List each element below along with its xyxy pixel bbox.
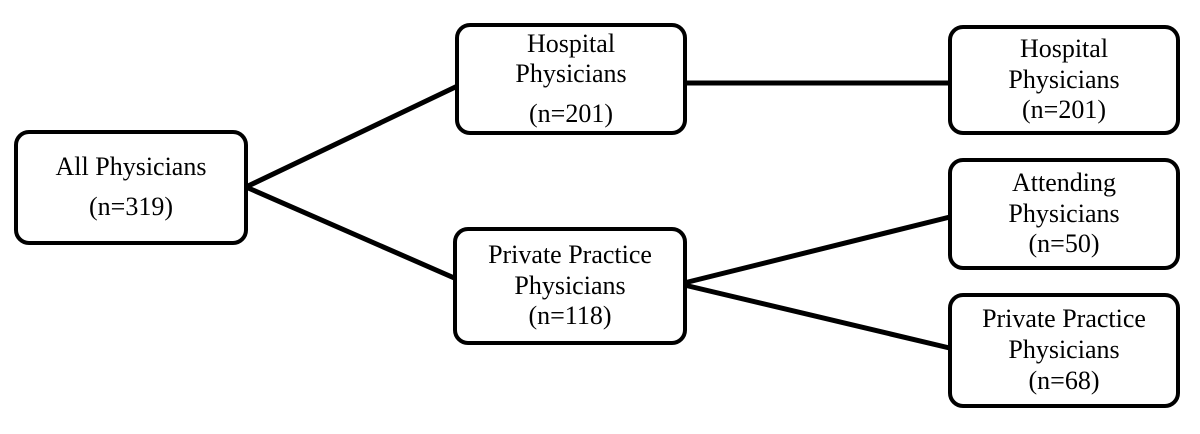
edge-all-to-hospital-mid	[243, 78, 471, 190]
node-label: Private Practice Physicians	[488, 239, 652, 300]
node-label: Attending Physicians	[1008, 167, 1120, 228]
node-all-physicians: All Physicians (n=319)	[14, 130, 248, 245]
node-hospital-physicians-right: Hospital Physicians (n=201)	[948, 25, 1180, 135]
node-count: (n=201)	[529, 98, 613, 128]
node-label: Hospital Physicians	[1008, 33, 1120, 94]
node-count: (n=68)	[1028, 365, 1100, 395]
node-hospital-physicians-mid: Hospital Physicians (n=201)	[455, 23, 687, 135]
node-count: (n=118)	[528, 301, 612, 331]
node-attending-physicians: Attending Physicians (n=50)	[948, 158, 1180, 270]
node-private-practice-physicians-mid: Private Practice Physicians (n=118)	[453, 227, 687, 345]
edge-all-to-private-mid	[243, 184, 471, 287]
edge-private-mid-to-attending	[677, 212, 961, 287]
node-count: (n=201)	[1022, 95, 1106, 125]
node-count: (n=50)	[1028, 229, 1100, 259]
node-count: (n=319)	[89, 192, 173, 221]
node-label: All Physicians	[55, 152, 207, 182]
node-label: Private Practice Physicians	[982, 304, 1146, 365]
edge-private-mid-to-private-right	[677, 281, 961, 353]
node-label: Hospital Physicians	[515, 28, 627, 89]
node-private-practice-physicians-right: Private Practice Physicians (n=68)	[948, 293, 1180, 408]
